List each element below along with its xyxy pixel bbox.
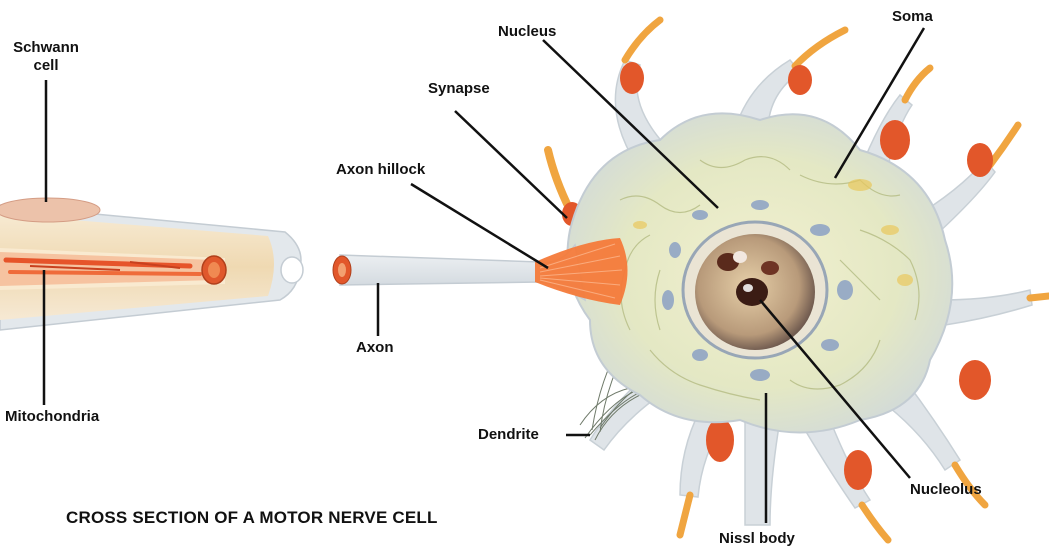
label-dendrite: Dendrite <box>478 426 539 444</box>
label-nissl-body: Nissl body <box>719 530 795 548</box>
label-synapse: Synapse <box>428 80 490 98</box>
label-axon-hillock: Axon hillock <box>336 161 425 179</box>
label-nucleolus: Nucleolus <box>910 481 982 499</box>
label-schwann-cell: Schwann cell <box>12 39 80 75</box>
label-soma: Soma <box>892 8 933 26</box>
diagram-title: CROSS SECTION OF A MOTOR NERVE CELL <box>66 508 438 528</box>
myelinated-axon-segment <box>0 198 303 330</box>
axon-hillock-leader <box>411 184 548 268</box>
label-axon: Axon <box>356 339 394 357</box>
label-mitochondria: Mitochondria <box>5 408 99 426</box>
label-nucleus: Nucleus <box>498 23 556 41</box>
axon-hillock <box>535 238 628 305</box>
